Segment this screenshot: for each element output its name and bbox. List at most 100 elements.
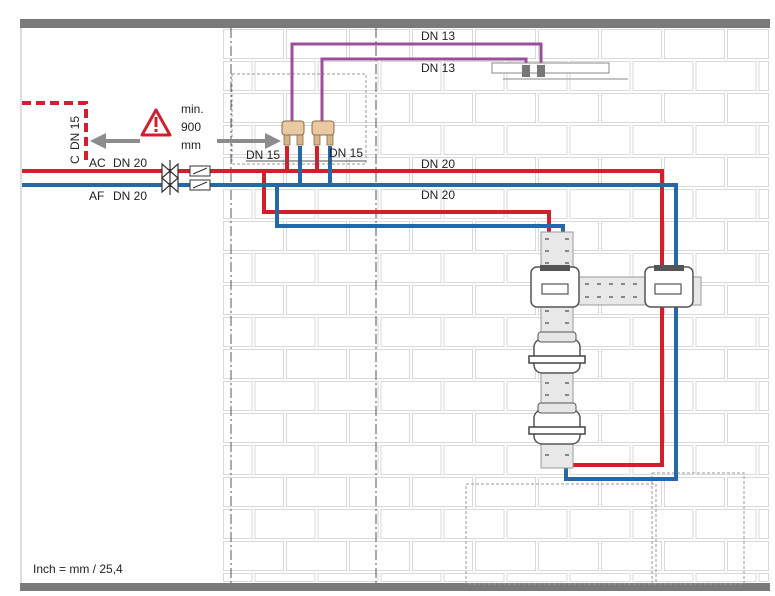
brick — [727, 349, 769, 379]
brick — [506, 189, 568, 219]
brick — [223, 253, 253, 283]
brick — [695, 317, 757, 347]
brick — [412, 541, 473, 571]
brick — [317, 61, 379, 91]
brick — [223, 541, 284, 571]
brick — [664, 477, 725, 507]
bottom-frame-bar — [20, 583, 770, 591]
brick — [380, 125, 442, 155]
brick — [412, 221, 473, 251]
brick — [632, 509, 694, 539]
brick — [443, 317, 505, 347]
brick — [380, 445, 442, 475]
rail-hole — [545, 238, 549, 240]
brick — [601, 349, 662, 379]
brick — [223, 29, 284, 59]
gate-valve-icon — [161, 160, 179, 195]
cold-main-label: DN 20 — [421, 188, 455, 202]
brick — [601, 93, 662, 123]
brick — [223, 509, 253, 539]
brick — [286, 349, 347, 379]
warning-triangle-icon — [140, 108, 172, 137]
unit-conversion-note: Inch = mm / 25,4 — [33, 562, 123, 576]
rail-hole — [545, 322, 549, 324]
brick — [475, 541, 536, 571]
brick — [223, 221, 284, 251]
brick — [223, 285, 284, 315]
brick — [412, 285, 473, 315]
brick — [727, 285, 769, 315]
brick — [758, 125, 769, 155]
brick — [758, 509, 769, 539]
brick — [317, 573, 379, 582]
brick — [538, 29, 599, 59]
brick — [223, 413, 284, 443]
brick — [412, 477, 473, 507]
brick — [758, 61, 769, 91]
brick — [317, 189, 379, 219]
rail-hole — [565, 238, 569, 240]
brick — [695, 189, 757, 219]
brick — [695, 573, 757, 582]
brick — [412, 93, 473, 123]
brick — [632, 125, 694, 155]
brick — [223, 189, 253, 219]
brick — [664, 349, 725, 379]
brick — [506, 61, 568, 91]
brick — [380, 509, 442, 539]
brick — [695, 509, 757, 539]
brick — [632, 573, 694, 582]
brick — [569, 189, 631, 219]
cold-pipe-to-left-unit — [275, 185, 565, 268]
brick — [569, 125, 631, 155]
brick — [758, 445, 769, 475]
brick — [506, 509, 568, 539]
brick — [569, 573, 631, 582]
mixing-unit-bottom — [528, 402, 586, 445]
rail-hole — [545, 454, 549, 456]
brick — [727, 221, 769, 251]
brick — [286, 93, 347, 123]
brick — [223, 349, 284, 379]
rail-hole — [565, 310, 569, 312]
rail-hole — [565, 262, 569, 264]
clearance-label-value: 900 — [181, 120, 201, 134]
brick — [475, 221, 536, 251]
brick — [412, 349, 473, 379]
brick — [695, 125, 757, 155]
brick — [443, 61, 505, 91]
purple-pipe-label-bottom: DN 13 — [421, 61, 455, 75]
brick — [223, 573, 253, 582]
rail-hole — [565, 394, 569, 396]
brick — [569, 61, 631, 91]
manifold-fitting-left — [281, 120, 305, 136]
hot-pipe-to-right-unit — [287, 169, 664, 277]
brick — [538, 477, 599, 507]
brick — [664, 541, 725, 571]
brick — [443, 189, 505, 219]
rail-hole — [597, 283, 601, 285]
brick — [475, 413, 536, 443]
hot-supply-label-ac: AC — [89, 156, 106, 170]
rail-hole — [609, 283, 613, 285]
mixing-unit-top-right — [644, 265, 694, 308]
brick — [538, 541, 599, 571]
clearance-label-min: min. — [181, 102, 204, 116]
brick — [254, 509, 316, 539]
brick — [254, 253, 316, 283]
brick — [223, 317, 253, 347]
brick — [254, 317, 316, 347]
brick — [727, 93, 769, 123]
rail-hole — [565, 250, 569, 252]
brick — [380, 61, 442, 91]
brick — [475, 285, 536, 315]
brick — [475, 477, 536, 507]
brick — [758, 381, 769, 411]
mixing-unit-middle — [528, 331, 586, 374]
brick — [254, 189, 316, 219]
clearance-label-unit: mm — [181, 138, 201, 152]
rail-hole — [565, 454, 569, 456]
rail-hole — [621, 296, 625, 298]
fixture-connection-plate — [491, 62, 610, 74]
